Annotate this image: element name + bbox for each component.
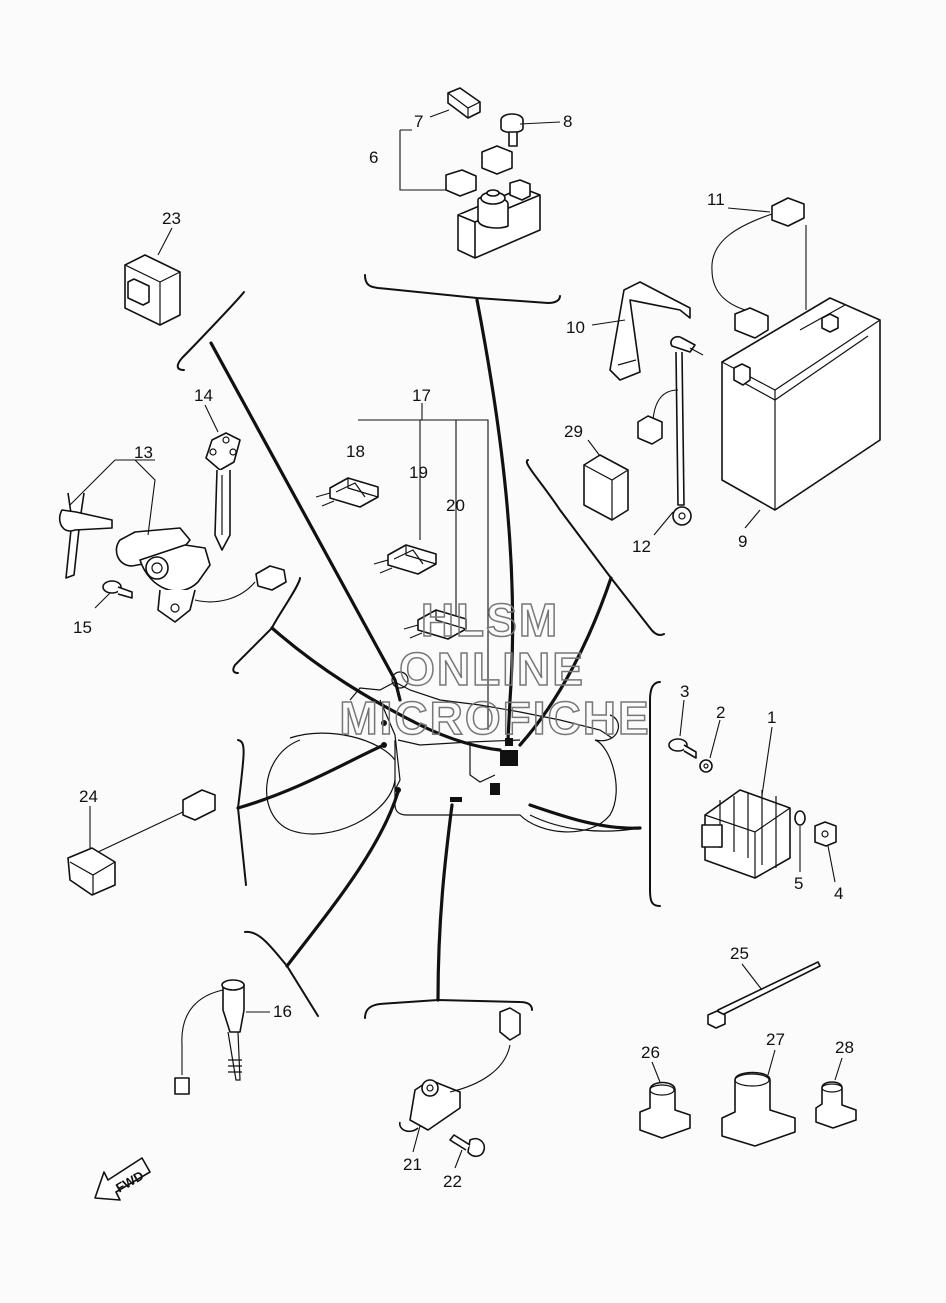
- label-9: 9: [738, 532, 747, 551]
- label-5: 5: [794, 874, 803, 893]
- label-28: 28: [835, 1038, 854, 1057]
- washer-5: [794, 810, 806, 826]
- battery-9: [721, 297, 881, 511]
- label-17: 17: [412, 386, 431, 405]
- starter-relay-6: [445, 145, 541, 259]
- fuse-20: [403, 609, 467, 640]
- label-27: 27: [766, 1030, 785, 1049]
- switch-16: [174, 979, 245, 1095]
- rectifier-regulator-1: [701, 789, 791, 879]
- label-25: 25: [730, 944, 749, 963]
- label-20: 20: [446, 496, 465, 515]
- label-21: 21: [403, 1155, 422, 1174]
- fuse-18: [315, 477, 379, 508]
- label-12: 12: [632, 537, 651, 556]
- label-23: 23: [162, 209, 181, 228]
- label-6: 6: [369, 148, 378, 167]
- label-4: 4: [834, 884, 843, 903]
- label-leaders: [69, 109, 843, 1169]
- label-10: 10: [566, 318, 585, 337]
- sensor-21: [399, 1007, 521, 1133]
- label-13: 13: [134, 443, 153, 462]
- negative-cable-12: [637, 335, 704, 526]
- washer-2: [699, 759, 713, 773]
- label-18: 18: [346, 442, 365, 461]
- cable-tie-25: [707, 961, 821, 1029]
- clamp-26: [639, 1081, 691, 1139]
- watermark-line-3: MICROFICHE: [339, 692, 650, 744]
- fuse-19: [373, 544, 437, 575]
- label-19: 19: [409, 463, 428, 482]
- watermark-line-1: HLSM: [421, 594, 559, 646]
- label-15: 15: [73, 618, 92, 637]
- nut-4: [814, 821, 837, 847]
- part-number-labels: 1 2 3 4 5 6 7 8 9 10 11 12 13 14 15 16 1…: [73, 112, 854, 1191]
- label-2: 2: [716, 703, 725, 722]
- fuse-7: [447, 87, 481, 119]
- label-26: 26: [641, 1043, 660, 1062]
- label-7: 7: [414, 112, 423, 131]
- clamp-27: [721, 1071, 796, 1147]
- sensor-24: [67, 789, 216, 896]
- main-switch-13: [58, 492, 287, 623]
- harness-lines: [209, 298, 642, 1002]
- label-16: 16: [273, 1002, 292, 1021]
- bolt-3: [668, 738, 697, 759]
- battery-cable-11: [711, 197, 805, 339]
- bolt-8: [500, 113, 524, 147]
- label-8: 8: [563, 112, 572, 131]
- label-29: 29: [564, 422, 583, 441]
- label-22: 22: [443, 1172, 462, 1191]
- label-11: 11: [707, 190, 725, 209]
- watermark-line-2: ONLINE: [399, 643, 585, 695]
- key-14: [205, 432, 241, 551]
- flasher-relay-23: [124, 254, 181, 326]
- label-24: 24: [79, 787, 98, 806]
- fuses-17: [358, 419, 489, 730]
- screw-15: [102, 580, 133, 599]
- label-14: 14: [194, 386, 213, 405]
- callout-brackets: [176, 274, 665, 1019]
- motorcycle-frame: [266, 671, 641, 835]
- clamp-28: [815, 1081, 857, 1129]
- fwd-arrow: FWD: [94, 1157, 151, 1201]
- battery-band-10: [609, 281, 691, 381]
- label-1: 1: [767, 708, 776, 727]
- relay-29: [583, 454, 629, 521]
- label-3: 3: [680, 682, 689, 701]
- screw-22: [449, 1134, 486, 1158]
- watermark: HLSM ONLINE MICROFICHE: [339, 593, 650, 745]
